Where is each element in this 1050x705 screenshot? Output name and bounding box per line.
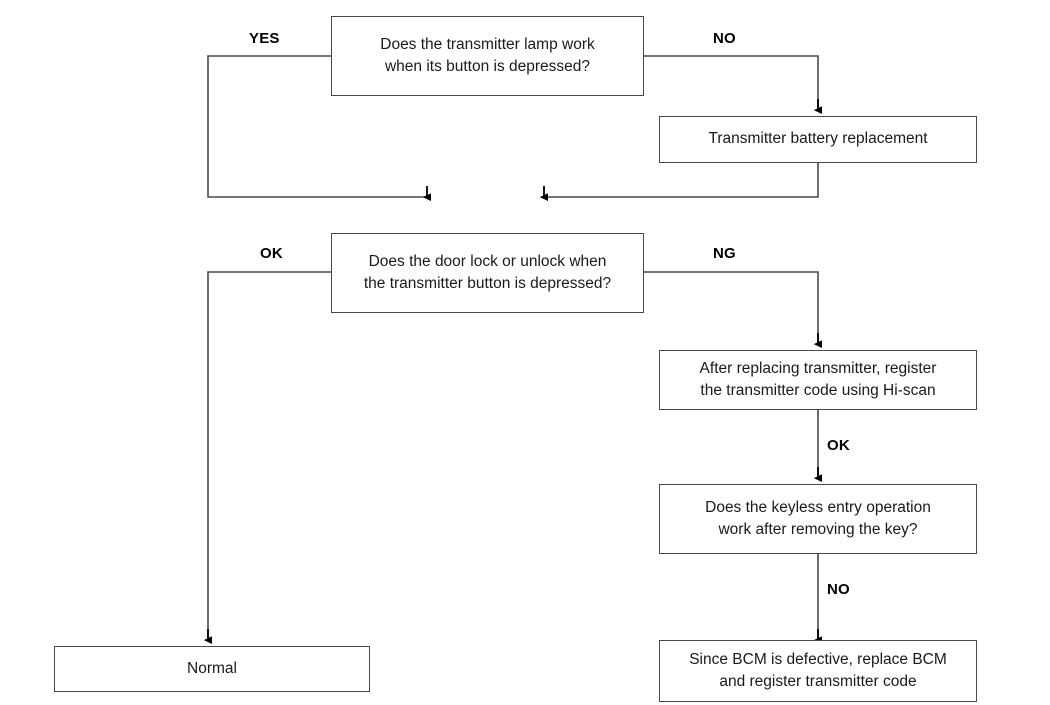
edge-lamp-no	[644, 55, 819, 109]
node-normal[interactable]: Normal	[54, 646, 370, 692]
edge-label-lamp-yes: YES	[249, 30, 280, 47]
node-replace-bcm-label: Since BCM is defective, replace BCM and …	[689, 650, 947, 690]
node-battery-replacement[interactable]: Transmitter battery replacement	[659, 116, 977, 163]
edge-label-register-ok: OK	[827, 437, 850, 454]
edge-battery-to-door	[544, 163, 819, 198]
node-keyless-entry-check[interactable]: Does the keyless entry operation work af…	[659, 484, 977, 554]
edge-door-ok	[207, 271, 331, 639]
node-register-code-label: After replacing transmitter, register th…	[699, 359, 937, 399]
node-transmitter-lamp-check[interactable]: Does the transmitter lamp work when its …	[331, 16, 644, 96]
edge-door-ng	[644, 271, 819, 343]
edge-label-door-ng: NG	[713, 245, 736, 262]
edge-lamp-yes	[207, 55, 427, 198]
edge-label-keyless-no: NO	[827, 581, 850, 598]
edge-label-door-ok: OK	[260, 245, 283, 262]
node-keyless-entry-check-label: Does the keyless entry operation work af…	[705, 498, 931, 538]
node-door-lock-check-label: Does the door lock or unlock when the tr…	[363, 252, 612, 292]
node-normal-label: Normal	[187, 659, 237, 677]
node-register-code[interactable]: After replacing transmitter, register th…	[659, 350, 977, 410]
node-transmitter-lamp-check-label: Does the transmitter lamp work when its …	[380, 35, 595, 75]
node-replace-bcm[interactable]: Since BCM is defective, replace BCM and …	[659, 640, 977, 702]
node-battery-replacement-label: Transmitter battery replacement	[708, 130, 928, 148]
node-door-lock-check[interactable]: Does the door lock or unlock when the tr…	[331, 233, 644, 313]
edge-label-lamp-no: NO	[713, 30, 736, 47]
